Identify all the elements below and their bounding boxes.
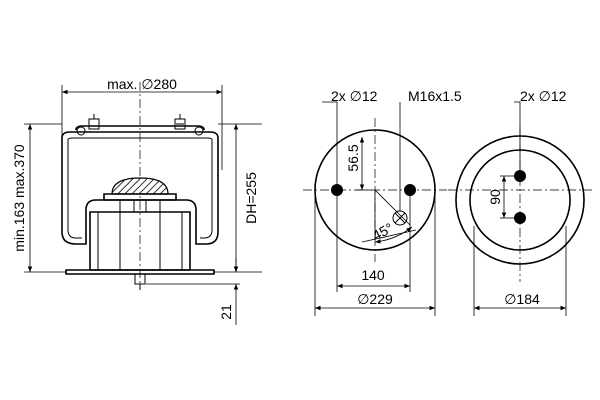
left-stud: [88, 118, 100, 130]
bottom-spacing-label: 90: [487, 189, 503, 205]
max-diameter-label: max. ∅280: [107, 76, 177, 92]
bellows-outer: [61, 131, 219, 245]
angle-arc: [374, 226, 413, 244]
top-plate-view: 2x ∅12 M16x1.5 56.5 45° 140 ∅229: [303, 88, 462, 316]
offset-label: 56.5: [345, 144, 361, 171]
side-view: max. ∅280: [11, 76, 262, 325]
design-height-label: DH=255: [243, 172, 259, 224]
bottom-bolt-holes-label: 2x ∅12: [520, 88, 567, 104]
bottom-bolt-hole-top: [514, 170, 526, 182]
height-range-label: min.163 max.370: [11, 144, 27, 252]
angle-label: 45°: [370, 220, 396, 244]
base-diameter-label: ∅184: [504, 291, 540, 307]
top-bolt-hole-right: [404, 184, 416, 196]
top-bolt-holes-label: 2x ∅12: [331, 88, 378, 104]
bumper-hatched: [111, 177, 169, 195]
top-plate: [75, 125, 205, 131]
base-plate: [65, 269, 215, 275]
bottom-bolt-hole-bottom: [514, 212, 526, 224]
plate-diameter-label: ∅229: [357, 291, 393, 307]
stud-length-label: 21: [218, 304, 234, 320]
bottom-view: 2x ∅12 90 ∅184: [448, 88, 592, 316]
bellows-inner: [67, 137, 213, 239]
air-fitting-label: M16x1.5: [408, 88, 462, 104]
hole-spacing-label: 140: [361, 267, 385, 283]
top-bolt-hole-left: [331, 184, 343, 196]
